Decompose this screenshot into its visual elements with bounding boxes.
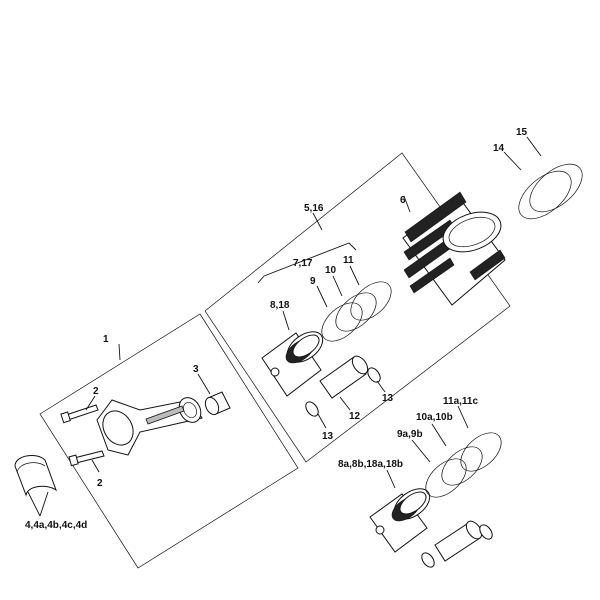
rod-bolts bbox=[60, 395, 105, 473]
callout-10a-10b: 10a,10b bbox=[416, 412, 453, 423]
liner-seal-rings bbox=[503, 136, 583, 220]
piston-pin-variant bbox=[421, 520, 493, 568]
bracket-7-17 bbox=[257, 242, 357, 284]
callout-8a-8b-18a-18b: 8a,8b,18a,18b bbox=[338, 459, 403, 470]
callout-6: 6 bbox=[400, 195, 406, 206]
group-frame-cylinder-piston bbox=[204, 152, 511, 463]
piston-variant bbox=[369, 469, 431, 553]
callout-1: 1 bbox=[103, 334, 109, 345]
callout-3: 3 bbox=[193, 364, 199, 375]
callout-15: 15 bbox=[516, 127, 528, 138]
callout-11: 11 bbox=[343, 255, 354, 266]
callout-2-lower: 2 bbox=[97, 478, 103, 489]
callout-9: 9 bbox=[310, 276, 316, 287]
callout-11a-11c: 11a,11c bbox=[443, 396, 478, 407]
callout-13-right: 13 bbox=[382, 393, 394, 404]
piston bbox=[261, 310, 324, 397]
callout-2-upper: 2 bbox=[93, 386, 99, 397]
callout-4: 4,4a,4b,4c,4d bbox=[25, 520, 87, 531]
callout-13-lower: 13 bbox=[322, 431, 334, 442]
bearing-shells bbox=[14, 454, 58, 517]
callout-8-18: 8,18 bbox=[270, 300, 290, 311]
group-frame-connecting-rod bbox=[39, 313, 299, 569]
callout-12: 12 bbox=[349, 411, 361, 422]
callout-9a-9b: 9a,9b bbox=[397, 429, 423, 440]
connecting-rod bbox=[96, 397, 203, 456]
circlips bbox=[305, 367, 386, 429]
callout-7-17: 7,17 bbox=[293, 258, 313, 269]
piston-rings-variant bbox=[411, 405, 502, 498]
callout-5-16: 5,16 bbox=[304, 203, 324, 214]
cylinder-liner bbox=[402, 191, 506, 306]
piston-pin bbox=[319, 355, 369, 411]
callout-14: 14 bbox=[493, 143, 505, 154]
small-end-bushing bbox=[197, 373, 231, 416]
piston-rings bbox=[316, 265, 392, 342]
callout-10: 10 bbox=[325, 265, 337, 276]
